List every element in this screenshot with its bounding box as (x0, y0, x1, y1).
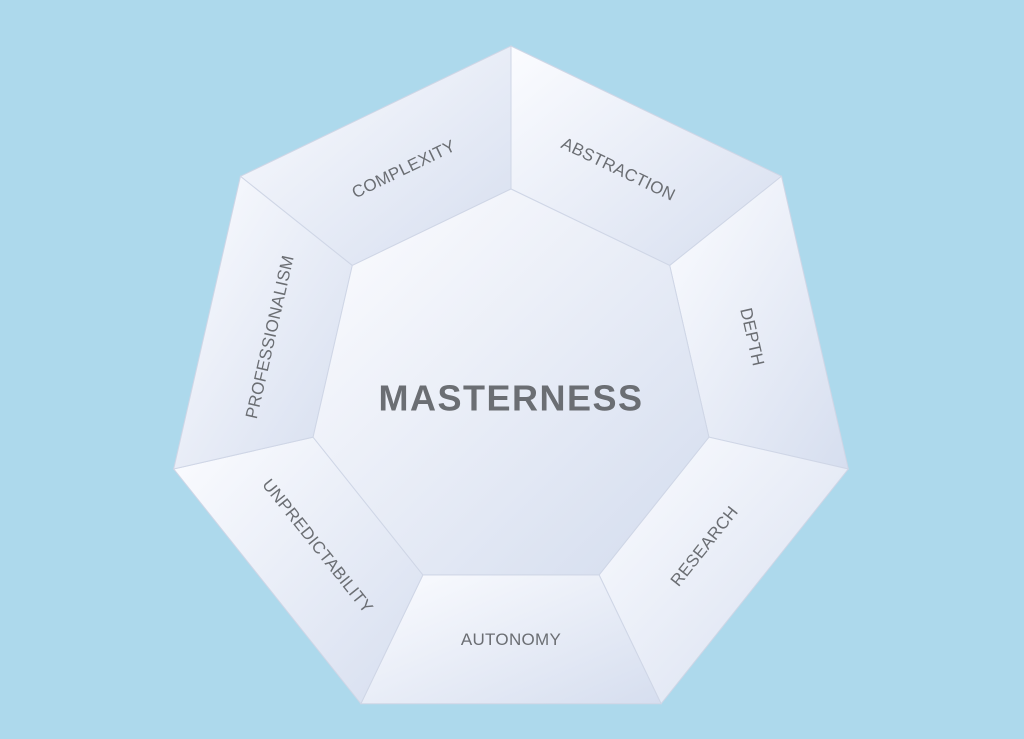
segment-label-autonomy: AUTONOMY (461, 630, 561, 649)
center-heptagon (312, 188, 710, 576)
segments-layer (172, 45, 850, 705)
center-label: MASTERNESS (378, 378, 643, 419)
